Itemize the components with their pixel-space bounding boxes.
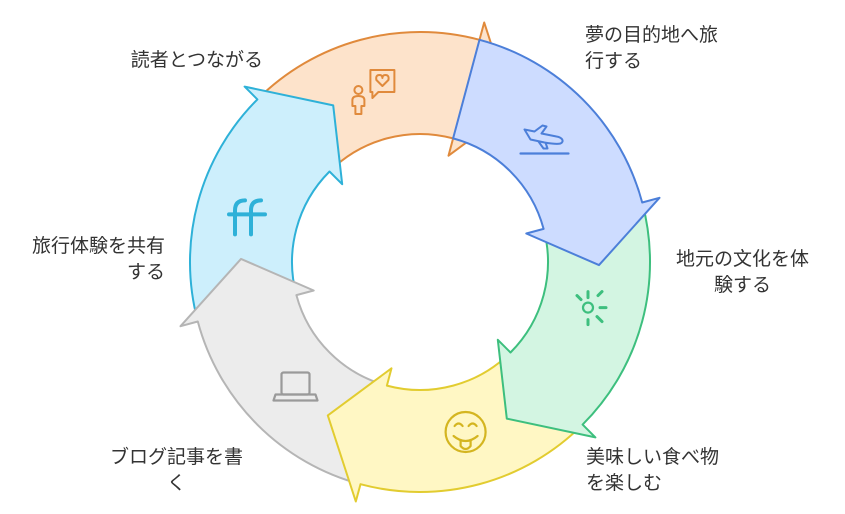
cycle-icons	[227, 69, 608, 454]
label-culture-line-2: 験する	[714, 274, 772, 296]
airplane-landing-icon	[519, 124, 570, 155]
label-share-line-1: 旅行体験を共有	[31, 235, 165, 257]
label-travel-line-2: 行する	[585, 50, 643, 72]
label-blog-line-2: く	[167, 472, 187, 494]
ff-ligature-icon	[227, 198, 267, 237]
label-blog-line-1: ブログ記事を書	[110, 446, 244, 468]
label-food: 美味しい食べ物 を楽しむ	[586, 444, 719, 496]
cycle-segment-share	[188, 85, 344, 323]
label-blog: ブログ記事を書 く	[110, 444, 243, 496]
label-connect-line-1: 読者とつながる	[130, 49, 263, 71]
person-heart-chat-icon	[351, 69, 396, 115]
label-share: 旅行体験を共有 する	[32, 233, 165, 285]
label-culture-line-1: 地元の文化を体	[676, 248, 810, 270]
label-connect: 読者とつながる	[131, 47, 263, 73]
tongue-smiley-icon	[444, 410, 487, 454]
label-travel: 夢の目的地へ旅 行する	[585, 22, 718, 74]
label-share-line-2: する	[126, 261, 165, 283]
label-travel-line-1: 夢の目的地へ旅	[585, 24, 719, 46]
label-food-line-2: を楽しむ	[586, 472, 663, 494]
sparkle-burst-icon	[575, 290, 608, 327]
cycle-segment-culture	[496, 201, 652, 439]
cycle-segments	[179, 21, 661, 503]
label-food-line-1: 美味しい食べ物	[586, 446, 720, 468]
laptop-icon	[272, 371, 319, 402]
label-culture: 地元の文化を体 験する	[676, 246, 809, 298]
